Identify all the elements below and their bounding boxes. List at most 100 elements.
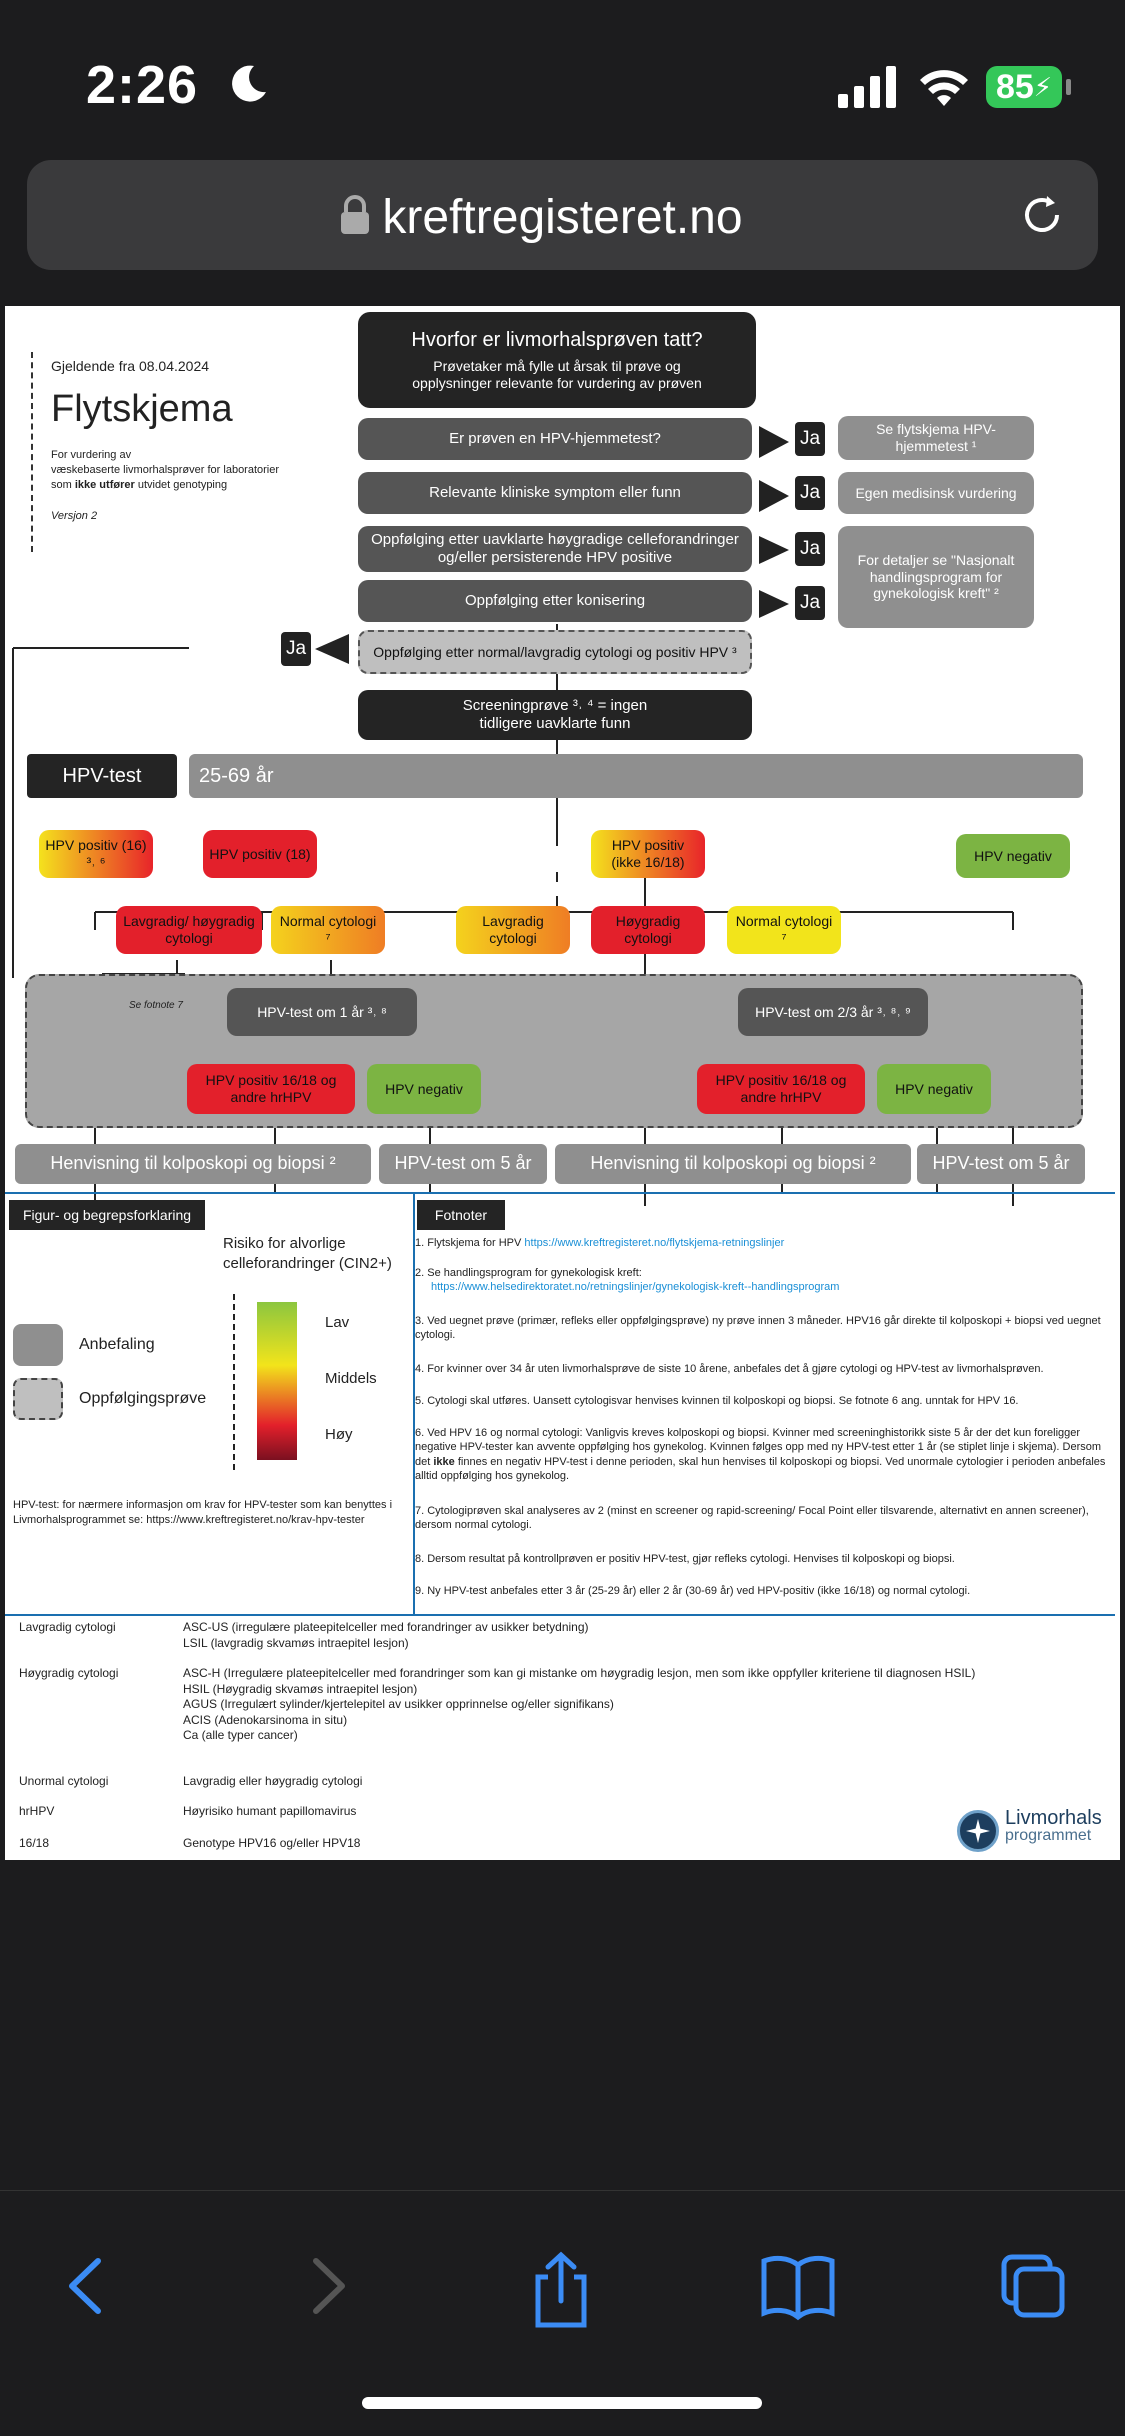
gloss-term-lowgrade: Lavgradig cytologi (19, 1620, 116, 1634)
legend-recommendation-label: Anbefaling (79, 1336, 155, 1353)
hpv-positive-1618-b: HPV positiv 16/18 og andre hrHPV (697, 1064, 865, 1114)
step-followup-highgrade: Oppfølging etter uavklarte høygradige ce… (358, 526, 752, 572)
ja-label-left: Ja (281, 632, 311, 666)
bookmarks-icon[interactable] (760, 2251, 836, 2321)
question-title: Hvorfor er livmorhalsprøven tatt? (411, 329, 703, 352)
subtitle-line-3: som ikke utfører utvidet genotyping (51, 478, 331, 493)
legend-followup-label: Oppfølgingsprøve (79, 1390, 207, 1407)
browser-toolbar (0, 2190, 1125, 2436)
legend-title: Figur- og begrepsforklaring (9, 1200, 205, 1230)
battery-cap (1066, 79, 1071, 95)
tabs-icon[interactable] (998, 2251, 1068, 2321)
gloss-def-1618: Genotype HPV16 og/eller HPV18 (183, 1836, 361, 1850)
outcome-test-5y-2: HPV-test om 5 år (917, 1144, 1085, 1184)
footnote-6-bold: ikke (433, 1455, 455, 1468)
ja-label-1: Ja (795, 422, 825, 456)
question-box: Hvorfor er livmorhalsprøven tatt? Prøvet… (358, 312, 756, 408)
risk-medium: Middels (325, 1370, 377, 1387)
hpv-positive-16: HPV positiv (16) ³˒ ⁶ (39, 830, 153, 878)
risk-gradient-bar (257, 1302, 297, 1460)
home-indicator (362, 2397, 762, 2409)
risk-title: Risiko for alvorlige celleforandringer (… (223, 1235, 392, 1272)
ja-label-2: Ja (795, 476, 825, 510)
hpv-negative-b: HPV negativ (877, 1064, 991, 1114)
back-icon[interactable] (52, 2251, 122, 2321)
question-subtitle: Prøvetaker må fylle ut årsak til prøve o… (412, 358, 702, 391)
footnote-2: 2. Se handlingsprogram for gynekologisk … (415, 1266, 1115, 1295)
footnote-8: 8. Dersom resultat på kontrollprøven er … (415, 1553, 955, 1565)
footnote-7: 7. Cytologiprøven skal analyseres av 2 (… (415, 1505, 1089, 1532)
risk-high: Høy (325, 1426, 353, 1443)
footnote-9: 9. Ny HPV-test anbefales etter 3 år (25-… (415, 1585, 971, 1597)
moon-icon (232, 65, 266, 102)
programme-logo-text: Livmorhals programmet (1005, 1808, 1102, 1844)
subtitle-bold: ikke utfører (74, 478, 135, 491)
footnote-6: 6. Ved HPV 16 og normal cytologi: Vanlig… (415, 1426, 1115, 1483)
gloss-term-1618: 16/18 (19, 1836, 50, 1850)
age-range-bar: 25-69 år (189, 754, 1083, 798)
gloss-def-hrhpv: Høyrisiko humant papillomavirus (183, 1804, 357, 1818)
gloss-def-highgrade: ASC-H (Irregulære plateepitelceller med … (183, 1666, 976, 1743)
programme-logo-icon (957, 1810, 999, 1852)
glossary-divider (5, 1614, 1115, 1616)
battery-level: 85 (995, 67, 1034, 106)
ja-left-arrow (315, 634, 349, 664)
version: Versjon 2 (51, 510, 98, 522)
page-title: Flytskjema (51, 388, 233, 430)
step-clinical-symptoms: Relevante kliniske symptom eller funn (358, 472, 752, 514)
status-bar: 2:26 85⚡ (0, 0, 1125, 160)
subtitle: For vurdering av væskebaserte livmorhals… (51, 448, 331, 493)
gloss-term-hrhpv: hrHPV (19, 1804, 55, 1818)
column-divider (413, 1194, 415, 1614)
normal-cytology-2: Normal cytologi ⁷ (727, 906, 841, 954)
clock: 2:26 (86, 55, 199, 115)
subtitle-post: utvidet genotyping (134, 478, 228, 491)
hpv-positive-1618-a: HPV positiv 16/18 og andre hrHPV (187, 1064, 355, 1114)
step-hpv-home-test: Er prøven en HPV-hjemmetest? (358, 418, 752, 460)
address-bar[interactable]: kreftregisteret.no (27, 160, 1098, 270)
screening-label: Screeningprøve ³˒ ⁴ = ingen tidligere ua… (462, 697, 648, 732)
footnote-2-link[interactable]: https://www.helsedirektoratet.no/retning… (431, 1281, 840, 1294)
hpv-positive-not-16-18: HPV positiv (ikke 16/18) (591, 830, 705, 878)
footnote-6-text-b: finnes en negativ HPV-test i denne perio… (415, 1455, 1106, 1482)
ja-arrows (759, 426, 789, 618)
footnote-5: 5. Cytologi skal utføres. Uansett cytolo… (415, 1395, 1019, 1407)
reload-icon[interactable] (1017, 190, 1067, 240)
footnote-3: 3. Ved uegnet prøve (primær, refleks ell… (415, 1315, 1101, 1342)
outcome-test-5y-1: HPV-test om 5 år (379, 1144, 547, 1184)
ja-label-3: Ja (795, 532, 825, 566)
see-home-test-flowchart: Se flytskjema HPV-hjemmetest ¹ (838, 416, 1034, 460)
share-icon[interactable] (526, 2251, 596, 2331)
screening-box: Screeningprøve ³˒ ⁴ = ingen tidligere ua… (358, 690, 752, 740)
hpv-negative-top: HPV negativ (956, 834, 1070, 878)
footnote-4: 4. For kvinner over 34 år uten livmorhal… (415, 1363, 1044, 1375)
hpv-test-1-year: HPV-test om 1 år ³˒ ⁸ (227, 988, 417, 1036)
high-grade-cytology: Høygradig cytologi (591, 906, 705, 954)
footnote-1-link[interactable]: https://www.kreftregisteret.no/flytskjem… (524, 1237, 785, 1249)
footnote-1-text: 1. Flytskjema for HPV (415, 1237, 525, 1249)
subtitle-line-2: væskebaserte livmorhalsprøver for labora… (51, 463, 280, 476)
url-text: kreftregisteret.no (382, 191, 743, 244)
step-followup-normal-lowgrade: Oppfølging etter normal/lavgradig cytolo… (358, 630, 752, 674)
gloss-term-abnormal: Unormal cytologi (19, 1774, 109, 1788)
hpv-negative-a: HPV negativ (367, 1064, 481, 1114)
flowchart-document: Gjeldende fra 08.04.2024 Flytskjema For … (5, 306, 1120, 1860)
wifi-icon (920, 70, 968, 106)
footnote-1: 1. Flytskjema for HPV https://www.kreftr… (415, 1236, 1115, 1250)
hpv-test-2-3-years: HPV-test om 2/3 år ³˒ ⁸˒ ⁹ (738, 988, 928, 1036)
battery-indicator: 85⚡ (986, 66, 1062, 108)
hpv-positive-18: HPV positiv (18) (203, 830, 317, 878)
legend-followup-swatch (13, 1378, 63, 1420)
hpv-test-note: HPV-test: for nærmere informasjon om kra… (13, 1499, 393, 1526)
see-footnote-7: Se fotnote 7 (129, 1000, 183, 1011)
header-divider (31, 352, 33, 552)
risk-low: Lav (325, 1314, 350, 1331)
forward-icon[interactable] (292, 2251, 362, 2321)
legend-recommendation-swatch (13, 1324, 63, 1366)
section-divider (5, 1192, 1115, 1194)
low-high-grade-cytology: Lavgradig/ høygradig cytologi (116, 906, 262, 954)
gloss-def-lowgrade: ASC-US (irregulære plateepitelceller med… (183, 1620, 589, 1650)
subtitle-line-1: For vurdering av (51, 449, 132, 461)
outcome-referral-1: Henvisning til kolposkopi og biopsi ² (15, 1144, 371, 1184)
valid-date: Gjeldende fra 08.04.2024 (51, 358, 210, 374)
